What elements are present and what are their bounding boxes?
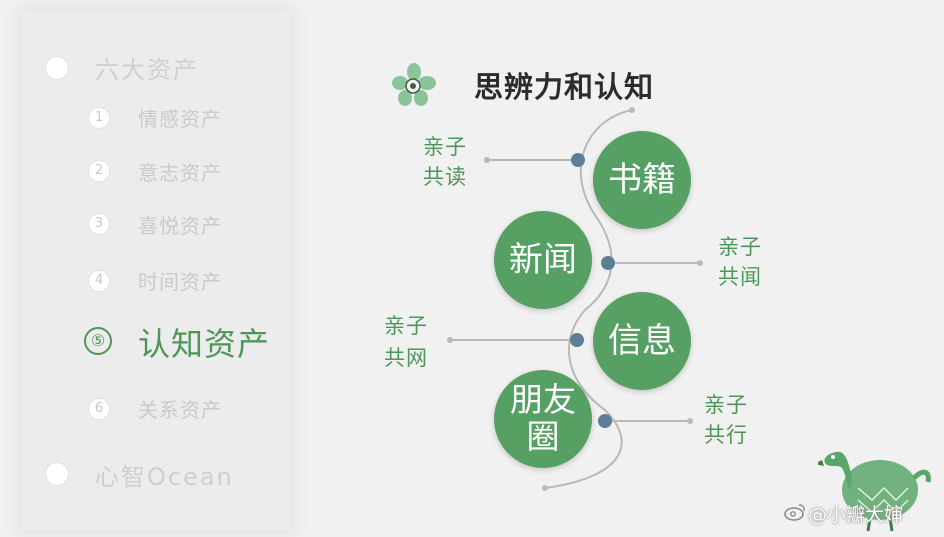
line-end-dot <box>447 337 453 343</box>
line-end-dot <box>629 107 635 113</box>
menu-panel <box>22 12 290 530</box>
section-bullet <box>45 56 69 80</box>
menu-item-number: 3 <box>88 213 110 235</box>
dodo-bird-icon <box>818 451 931 532</box>
node-label: 书籍 <box>608 159 676 200</box>
weibo-icon <box>784 504 805 521</box>
node-label: 圈 <box>526 417 560 456</box>
menu-item-label: 关系资产 <box>138 398 222 422</box>
menu-item-label-active: 认知资产 <box>138 325 271 363</box>
connector-dot <box>598 414 612 428</box>
menu-item-label: 情感资产 <box>138 107 222 131</box>
menu-item-number: 1 <box>88 107 110 129</box>
line-end-dot <box>697 260 703 266</box>
line-end-dot <box>484 157 490 163</box>
menu-item-number: 4 <box>88 270 110 292</box>
diagram-title: 思辨力和认知 <box>474 70 655 104</box>
menu-section-title: 六大资产 <box>95 56 199 84</box>
side-label: 亲子 共网 <box>384 314 428 370</box>
line-end-dot <box>542 485 548 491</box>
node-news: 新闻 <box>494 211 592 309</box>
node-label: 信息 <box>608 320 676 361</box>
node-label: 新闻 <box>509 239 577 280</box>
menu-item-number: 2 <box>88 160 110 182</box>
connector-dot <box>601 256 615 270</box>
node-books: 书籍 <box>593 131 691 229</box>
menu-item-number: 6 <box>88 398 110 420</box>
menu-item-label: 意志资产 <box>138 161 222 185</box>
menu-section-footer: 心智Ocean <box>95 463 234 491</box>
node-moments: 朋友 圈 <box>494 370 592 468</box>
node-label: 朋友 <box>510 380 576 420</box>
watermark-text: @小瓣大婶 <box>808 504 904 526</box>
connector-dot <box>571 153 585 167</box>
spine-curve <box>544 109 633 489</box>
flower-icon <box>392 63 436 106</box>
node-information: 信息 <box>593 292 691 390</box>
menu-item-number-active: ⑤ <box>84 327 112 355</box>
menu-item-label: 时间资产 <box>138 270 222 294</box>
connector-dot <box>570 333 584 347</box>
side-label: 亲子 共读 <box>423 135 467 189</box>
side-label: 亲子 共行 <box>704 393 748 447</box>
menu-item-label: 喜悦资产 <box>138 214 222 238</box>
section-bullet <box>45 462 69 486</box>
line-end-dot <box>687 418 693 424</box>
side-label: 亲子 共闻 <box>718 235 762 289</box>
